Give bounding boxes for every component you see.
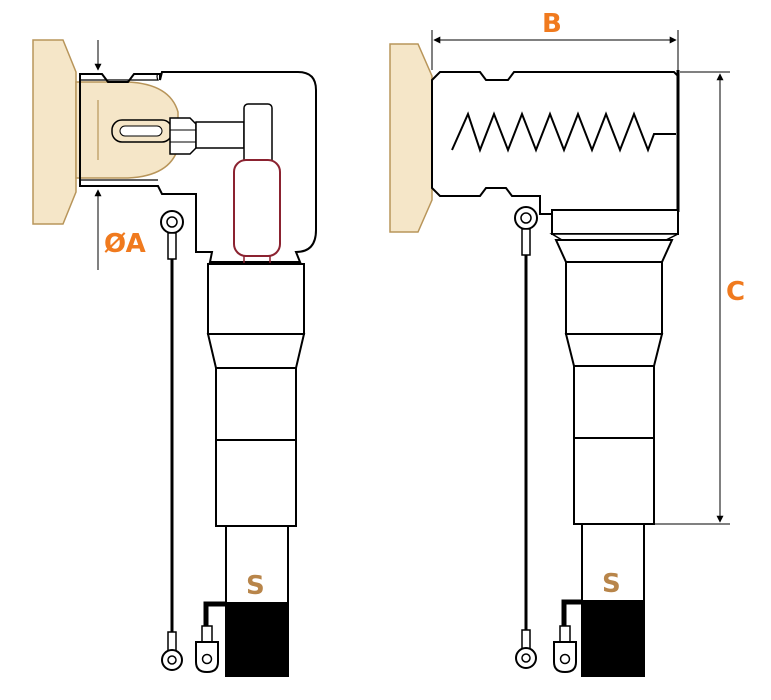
side-view: B C S	[389, 9, 745, 677]
label-height: C	[726, 277, 745, 307]
sleeve-upper	[207, 263, 305, 335]
stud	[195, 121, 245, 149]
sleeve-mid	[215, 367, 297, 441]
sleeve-lower	[215, 439, 297, 527]
screen-wires-side	[582, 600, 644, 676]
housing-body	[79, 71, 317, 263]
sleeve-lower-side	[573, 437, 655, 525]
sleeve-taper	[206, 333, 306, 369]
spring	[451, 111, 676, 153]
label-screen-left: S	[246, 571, 265, 601]
fuse-element	[233, 159, 281, 257]
screen-lead	[203, 601, 226, 626]
sleeve-mid-side	[573, 365, 655, 439]
housing-body-side	[431, 71, 679, 215]
label-diameter: ØA	[104, 229, 146, 259]
sleeve-top-side	[554, 239, 674, 263]
front-section-view: ØA S	[32, 39, 317, 677]
housing-lower-side	[551, 209, 679, 235]
screen-wires	[226, 602, 288, 676]
label-width: B	[542, 9, 562, 39]
sleeve-upper-side	[565, 261, 663, 335]
label-screen-right: S	[602, 569, 621, 599]
bushing-flange-side	[389, 43, 433, 233]
screen-lead-side	[561, 599, 582, 626]
sleeve-taper-side	[564, 333, 664, 367]
bushing-flange	[32, 39, 77, 225]
hex-nut	[169, 117, 197, 155]
